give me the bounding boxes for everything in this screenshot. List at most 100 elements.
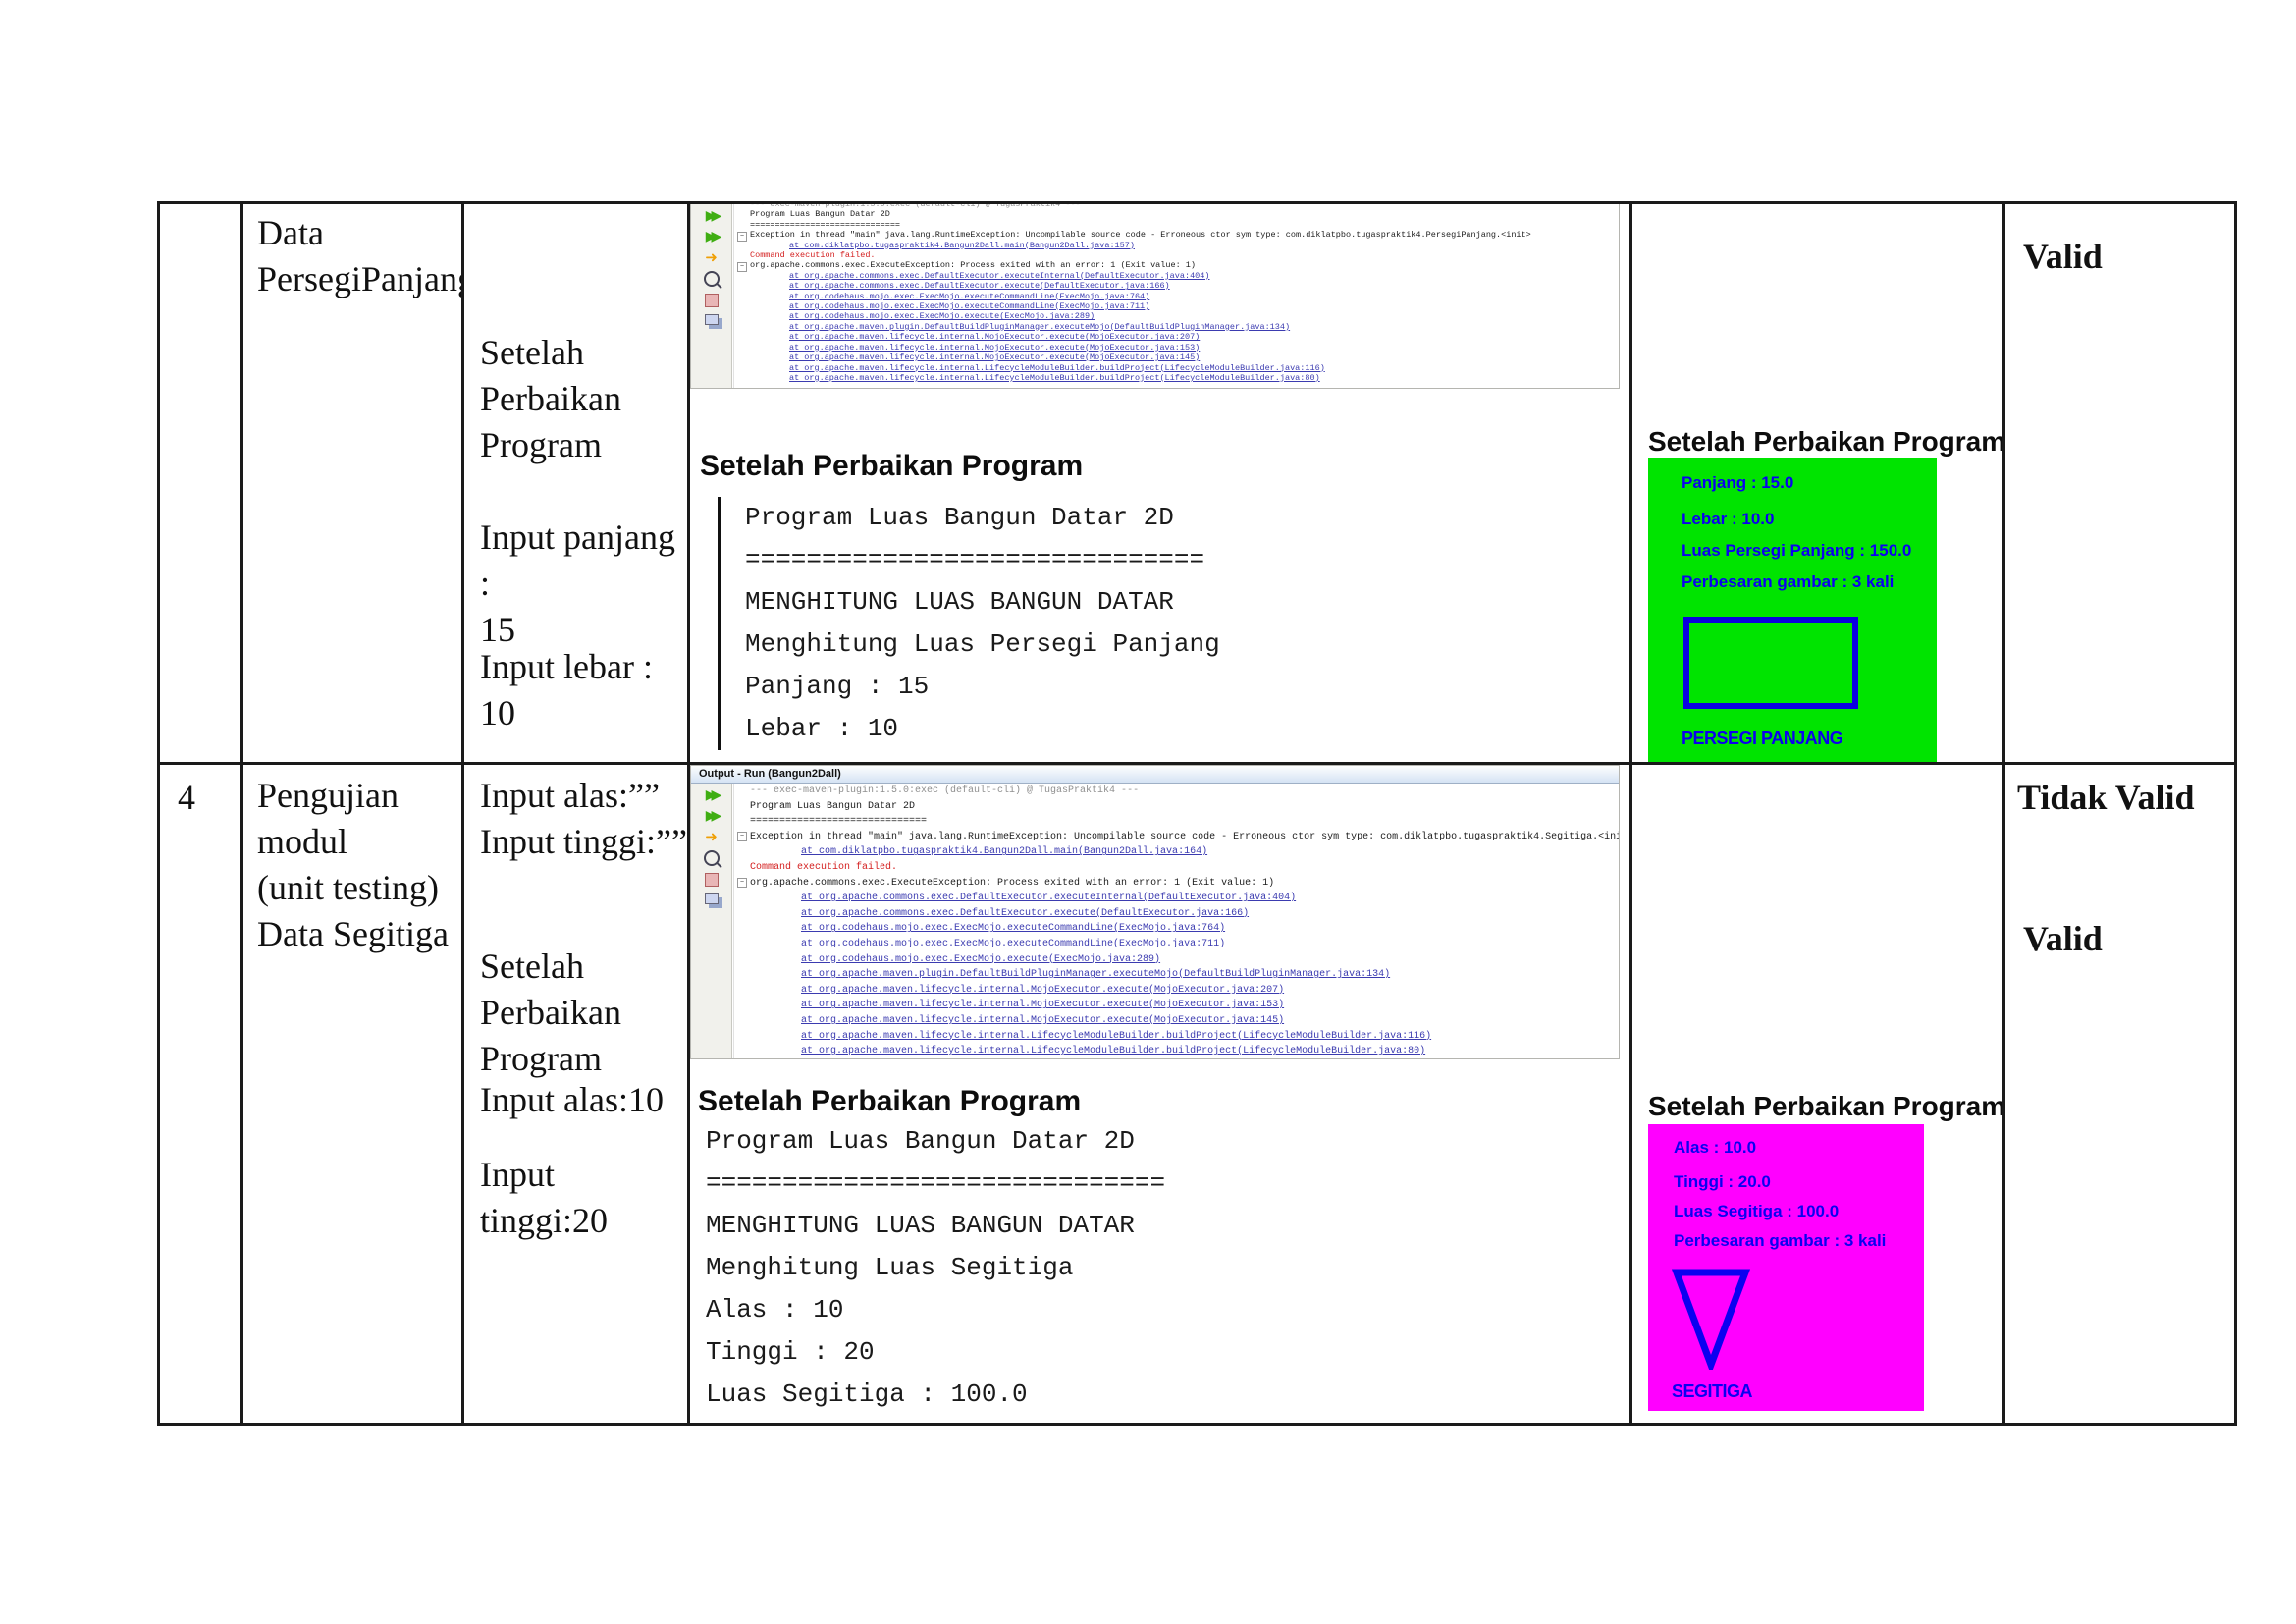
cell-inputs-row3: Setelah Perbaikan Program Input panjang … <box>464 204 690 765</box>
refresh-icon[interactable]: ➜ <box>705 828 718 845</box>
stacktrace-link[interactable]: at org.apache.commons.exec.DefaultExecut… <box>801 907 1250 919</box>
cell-status-row3: Valid <box>2005 204 2234 765</box>
console-line: org.apache.commons.exec.ExecuteException… <box>737 876 1619 892</box>
program-output-line: Alas : 10 <box>706 1295 844 1325</box>
shape-label: PERSEGI PANJANG <box>1682 729 1843 748</box>
console-toolbar: ▶▶ ▶▶ ➜ <box>691 204 732 388</box>
input-panjang-label: Input panjang : <box>480 517 675 603</box>
stacktrace-link[interactable]: at org.codehaus.mojo.exec.ExecMojo.execu… <box>801 938 1226 949</box>
cell-screenshots-row3: ▶▶ ▶▶ ➜ --- exec-maven-plugin:1.5.0:exec… <box>690 204 1632 765</box>
refresh-icon[interactable]: ➜ <box>705 248 718 266</box>
stop-icon[interactable] <box>704 294 719 307</box>
result-line: Tinggi : 20.0 <box>1674 1172 1771 1191</box>
console-line: Exception in thread "main" java.lang.Run… <box>737 230 1619 243</box>
stacktrace-link[interactable]: at org.apache.maven.lifecycle.internal.M… <box>789 342 1201 352</box>
triangle-shape <box>1672 1269 1750 1370</box>
stacktrace-link[interactable]: at org.apache.maven.lifecycle.internal.L… <box>789 372 1320 383</box>
output-window-icon[interactable] <box>704 314 719 325</box>
cell-no-row3 <box>160 204 243 765</box>
netbeans-output-console: Output - Run (Bangun2Dall) ▶▶ ▶▶ ➜ --- e… <box>690 765 1620 1059</box>
cell-result-row3: Setelah Perbaikan Program Panjang : 15.0… <box>1632 204 2005 765</box>
description-line: Pengujian modul <box>257 776 399 861</box>
stacktrace-link[interactable]: at org.apache.maven.lifecycle.internal.M… <box>789 352 1201 363</box>
result-heading: Setelah Perbaikan Program <box>1648 1091 2005 1121</box>
applet-result-magenta-box: Alas : 10.0 Tinggi : 20.0 Luas Segitiga … <box>1648 1124 1924 1411</box>
console-text-area: --- exec-maven-plugin:1.5.0:exec (defaul… <box>733 204 1619 388</box>
stacktrace-link[interactable]: at org.codehaus.mojo.exec.ExecMojo.execu… <box>801 923 1226 935</box>
test-report-table: Data PersegiPanjang Setelah Perbaikan Pr… <box>157 201 2237 1426</box>
stacktrace-link[interactable]: at org.apache.commons.exec.DefaultExecut… <box>789 281 1170 292</box>
stacktrace-link[interactable]: at org.codehaus.mojo.exec.ExecMojo.execu… <box>789 311 1095 322</box>
console-line: Program Luas Bangun Datar 2D <box>750 209 890 220</box>
console-line: Command execution failed. <box>750 250 876 261</box>
cell-no-row4: 4 <box>160 765 243 1423</box>
console-line: org.apache.commons.exec.ExecuteException… <box>737 260 1619 273</box>
stacktrace-link[interactable]: at com.diklatpbo.tugaspraktik4.Bangun2Da… <box>789 240 1135 250</box>
program-output-line: Tinggi : 20 <box>706 1337 875 1367</box>
stacktrace-link[interactable]: at org.codehaus.mojo.exec.ExecMojo.execu… <box>801 953 1161 965</box>
input-panjang-value: 15 <box>480 610 515 649</box>
stacktrace-link[interactable]: at org.apache.maven.lifecycle.internal.M… <box>801 1000 1285 1011</box>
rerun-changed-icon[interactable]: ▶▶ <box>705 808 721 824</box>
stacktrace-link[interactable]: at org.codehaus.mojo.exec.ExecMojo.execu… <box>789 291 1150 301</box>
cell-description-row3: Data PersegiPanjang <box>243 204 464 765</box>
cell-screenshots-row4: Output - Run (Bangun2Dall) ▶▶ ▶▶ ➜ --- e… <box>690 765 1632 1423</box>
stacktrace-link[interactable]: at org.apache.maven.lifecycle.internal.M… <box>789 332 1201 343</box>
input-tinggi-empty: Input tinggi:”” <box>480 822 687 861</box>
result-heading: Setelah Perbaikan Program <box>1648 426 2005 457</box>
stacktrace-link[interactable]: at org.apache.maven.plugin.DefaultBuildP… <box>801 969 1391 981</box>
console-text-area: --- exec-maven-plugin:1.5.0:exec (defaul… <box>733 784 1619 1058</box>
program-output-line: Panjang : 15 <box>745 672 930 701</box>
program-output-line: ============================== <box>745 545 1205 574</box>
program-output-line: Program Luas Bangun Datar 2D <box>706 1126 1135 1156</box>
cell-inputs-row4: Input alas:”” Input tinggi:”” Setelah Pe… <box>464 765 690 1423</box>
stacktrace-link[interactable]: at org.apache.maven.lifecycle.internal.M… <box>801 1014 1285 1026</box>
rerun-icon[interactable]: ▶▶ <box>705 208 721 224</box>
console-line: Program Luas Bangun Datar 2D <box>750 800 916 812</box>
search-icon[interactable] <box>703 271 720 287</box>
stop-icon[interactable] <box>704 873 719 887</box>
status-tidak-valid: Tidak Valid <box>2017 778 2195 817</box>
output-window-icon[interactable] <box>704 893 719 904</box>
description-line: PersegiPanjang <box>257 259 464 298</box>
description-line: Data Segitiga <box>257 914 449 953</box>
result-line: Luas Persegi Panjang : 150.0 <box>1682 541 1912 560</box>
stacktrace-link[interactable]: at org.apache.maven.lifecycle.internal.L… <box>801 1030 1432 1042</box>
rerun-icon[interactable]: ▶▶ <box>705 787 721 803</box>
input-lebar: Input lebar : 10 <box>480 647 653 732</box>
rerun-changed-icon[interactable]: ▶▶ <box>705 229 721 244</box>
stacktrace-link[interactable]: at org.apache.commons.exec.DefaultExecut… <box>801 893 1297 904</box>
search-icon[interactable] <box>703 850 720 866</box>
input-note-line: Setelah <box>480 947 584 986</box>
stacktrace-link[interactable]: at org.apache.maven.lifecycle.internal.M… <box>801 984 1285 996</box>
cell-status-row4: Tidak Valid Valid <box>2005 765 2234 1423</box>
stacktrace-link[interactable]: at org.apache.maven.plugin.DefaultBuildP… <box>789 321 1291 332</box>
program-output-line: Menghitung Luas Segitiga <box>706 1253 1074 1282</box>
stacktrace-link[interactable]: at com.diklatpbo.tugaspraktik4.Bangun2Da… <box>801 846 1208 858</box>
stacktrace-link[interactable]: at org.apache.maven.lifecycle.internal.L… <box>801 1046 1426 1057</box>
input-alas-empty: Input alas:”” <box>480 776 660 815</box>
stacktrace-link[interactable]: at org.apache.commons.exec.DefaultExecut… <box>789 270 1210 281</box>
cell-description-row4: Pengujian modul (unit testing) Data Segi… <box>243 765 464 1423</box>
console-line: Command execution failed. <box>750 861 898 873</box>
console-line: --- exec-maven-plugin:1.5.0:exec (defaul… <box>750 785 1140 796</box>
console-line: Exception in thread "main" java.lang.Run… <box>737 830 1619 845</box>
output-window-titlebar[interactable]: Output - Run (Bangun2Dall) <box>691 766 1619 784</box>
rectangle-shape <box>1683 617 1858 709</box>
description-line: Data <box>257 213 324 252</box>
applet-result-green-box: Panjang : 15.0 Lebar : 10.0 Luas Persegi… <box>1648 458 1937 762</box>
result-line: Perbesaran gambar : 3 kali <box>1674 1231 1887 1250</box>
input-note-line: Perbaikan <box>480 379 621 418</box>
program-output-line: MENGHITUNG LUAS BANGUN DATAR <box>745 587 1174 617</box>
stacktrace-link[interactable]: at org.apache.maven.lifecycle.internal.L… <box>789 362 1325 373</box>
program-output-line: ============================== <box>706 1168 1166 1198</box>
netbeans-output-console: ▶▶ ▶▶ ➜ --- exec-maven-plugin:1.5.0:exec… <box>690 204 1620 389</box>
input-note-line: Perbaikan <box>480 993 621 1032</box>
stacktrace-link[interactable]: at org.codehaus.mojo.exec.ExecMojo.execu… <box>789 301 1150 312</box>
shape-label: SEGITIGA <box>1672 1381 1753 1401</box>
console-line: ============================== <box>750 219 901 230</box>
after-fix-heading: Setelah Perbaikan Program <box>700 450 1084 482</box>
input-note-line: Setelah <box>480 333 584 372</box>
result-line: Panjang : 15.0 <box>1682 473 1794 492</box>
program-output-line: Program Luas Bangun Datar 2D <box>745 503 1174 532</box>
